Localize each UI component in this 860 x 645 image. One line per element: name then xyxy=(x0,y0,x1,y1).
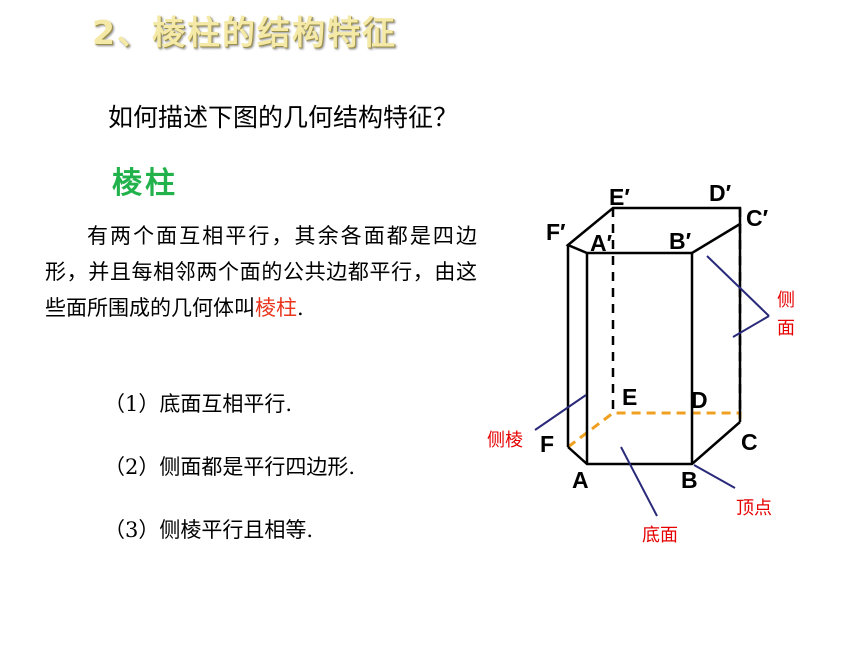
label-f: F xyxy=(540,431,554,457)
label-f-prime: F′ xyxy=(546,219,566,245)
property-1: （1）底面互相平行. xyxy=(104,392,293,416)
label-a-prime: A′ xyxy=(590,230,613,256)
property-3: （3）侧棱平行且相等. xyxy=(104,518,314,542)
base-hidden-edges xyxy=(567,411,742,449)
annotation-base: 底面 xyxy=(642,525,678,546)
annotation-side-face-1: 侧 xyxy=(777,290,795,311)
label-d: D xyxy=(691,387,708,413)
visible-edges xyxy=(565,206,742,466)
annotation-vertex: 顶点 xyxy=(736,498,772,519)
definition-highlight: 棱柱 xyxy=(255,296,297,320)
pointer-lines xyxy=(534,255,770,517)
definition-text: 有两个面互相平行，其余各面都是四边形，并且每相邻两个面的公共边都平行，由这些面所… xyxy=(45,224,477,320)
definition-paragraph: 有两个面互相平行，其余各面都是四边形，并且每相邻两个面的公共边都平行，由这些面所… xyxy=(45,218,477,326)
question-text: 如何描述下图的几何结构特征？ xyxy=(108,103,459,132)
annotation-lateral-edge: 侧棱 xyxy=(487,430,523,451)
definition-end: . xyxy=(297,296,304,320)
label-a: A xyxy=(572,467,589,493)
slide-title: 2、棱柱的结构特征 xyxy=(92,13,397,52)
label-e: E xyxy=(622,384,637,410)
label-b-prime: B′ xyxy=(669,228,692,254)
property-2: （2）侧面都是平行四边形. xyxy=(104,455,356,479)
term-heading: 棱柱 xyxy=(112,166,178,201)
label-d-prime: D′ xyxy=(709,180,732,206)
label-e-prime: E′ xyxy=(609,184,630,210)
base-visible-edges xyxy=(567,421,741,466)
label-c: C xyxy=(741,429,758,455)
label-c-prime: C′ xyxy=(746,205,769,231)
annotation-side-face-2: 面 xyxy=(777,318,795,339)
label-b: B xyxy=(681,467,698,493)
